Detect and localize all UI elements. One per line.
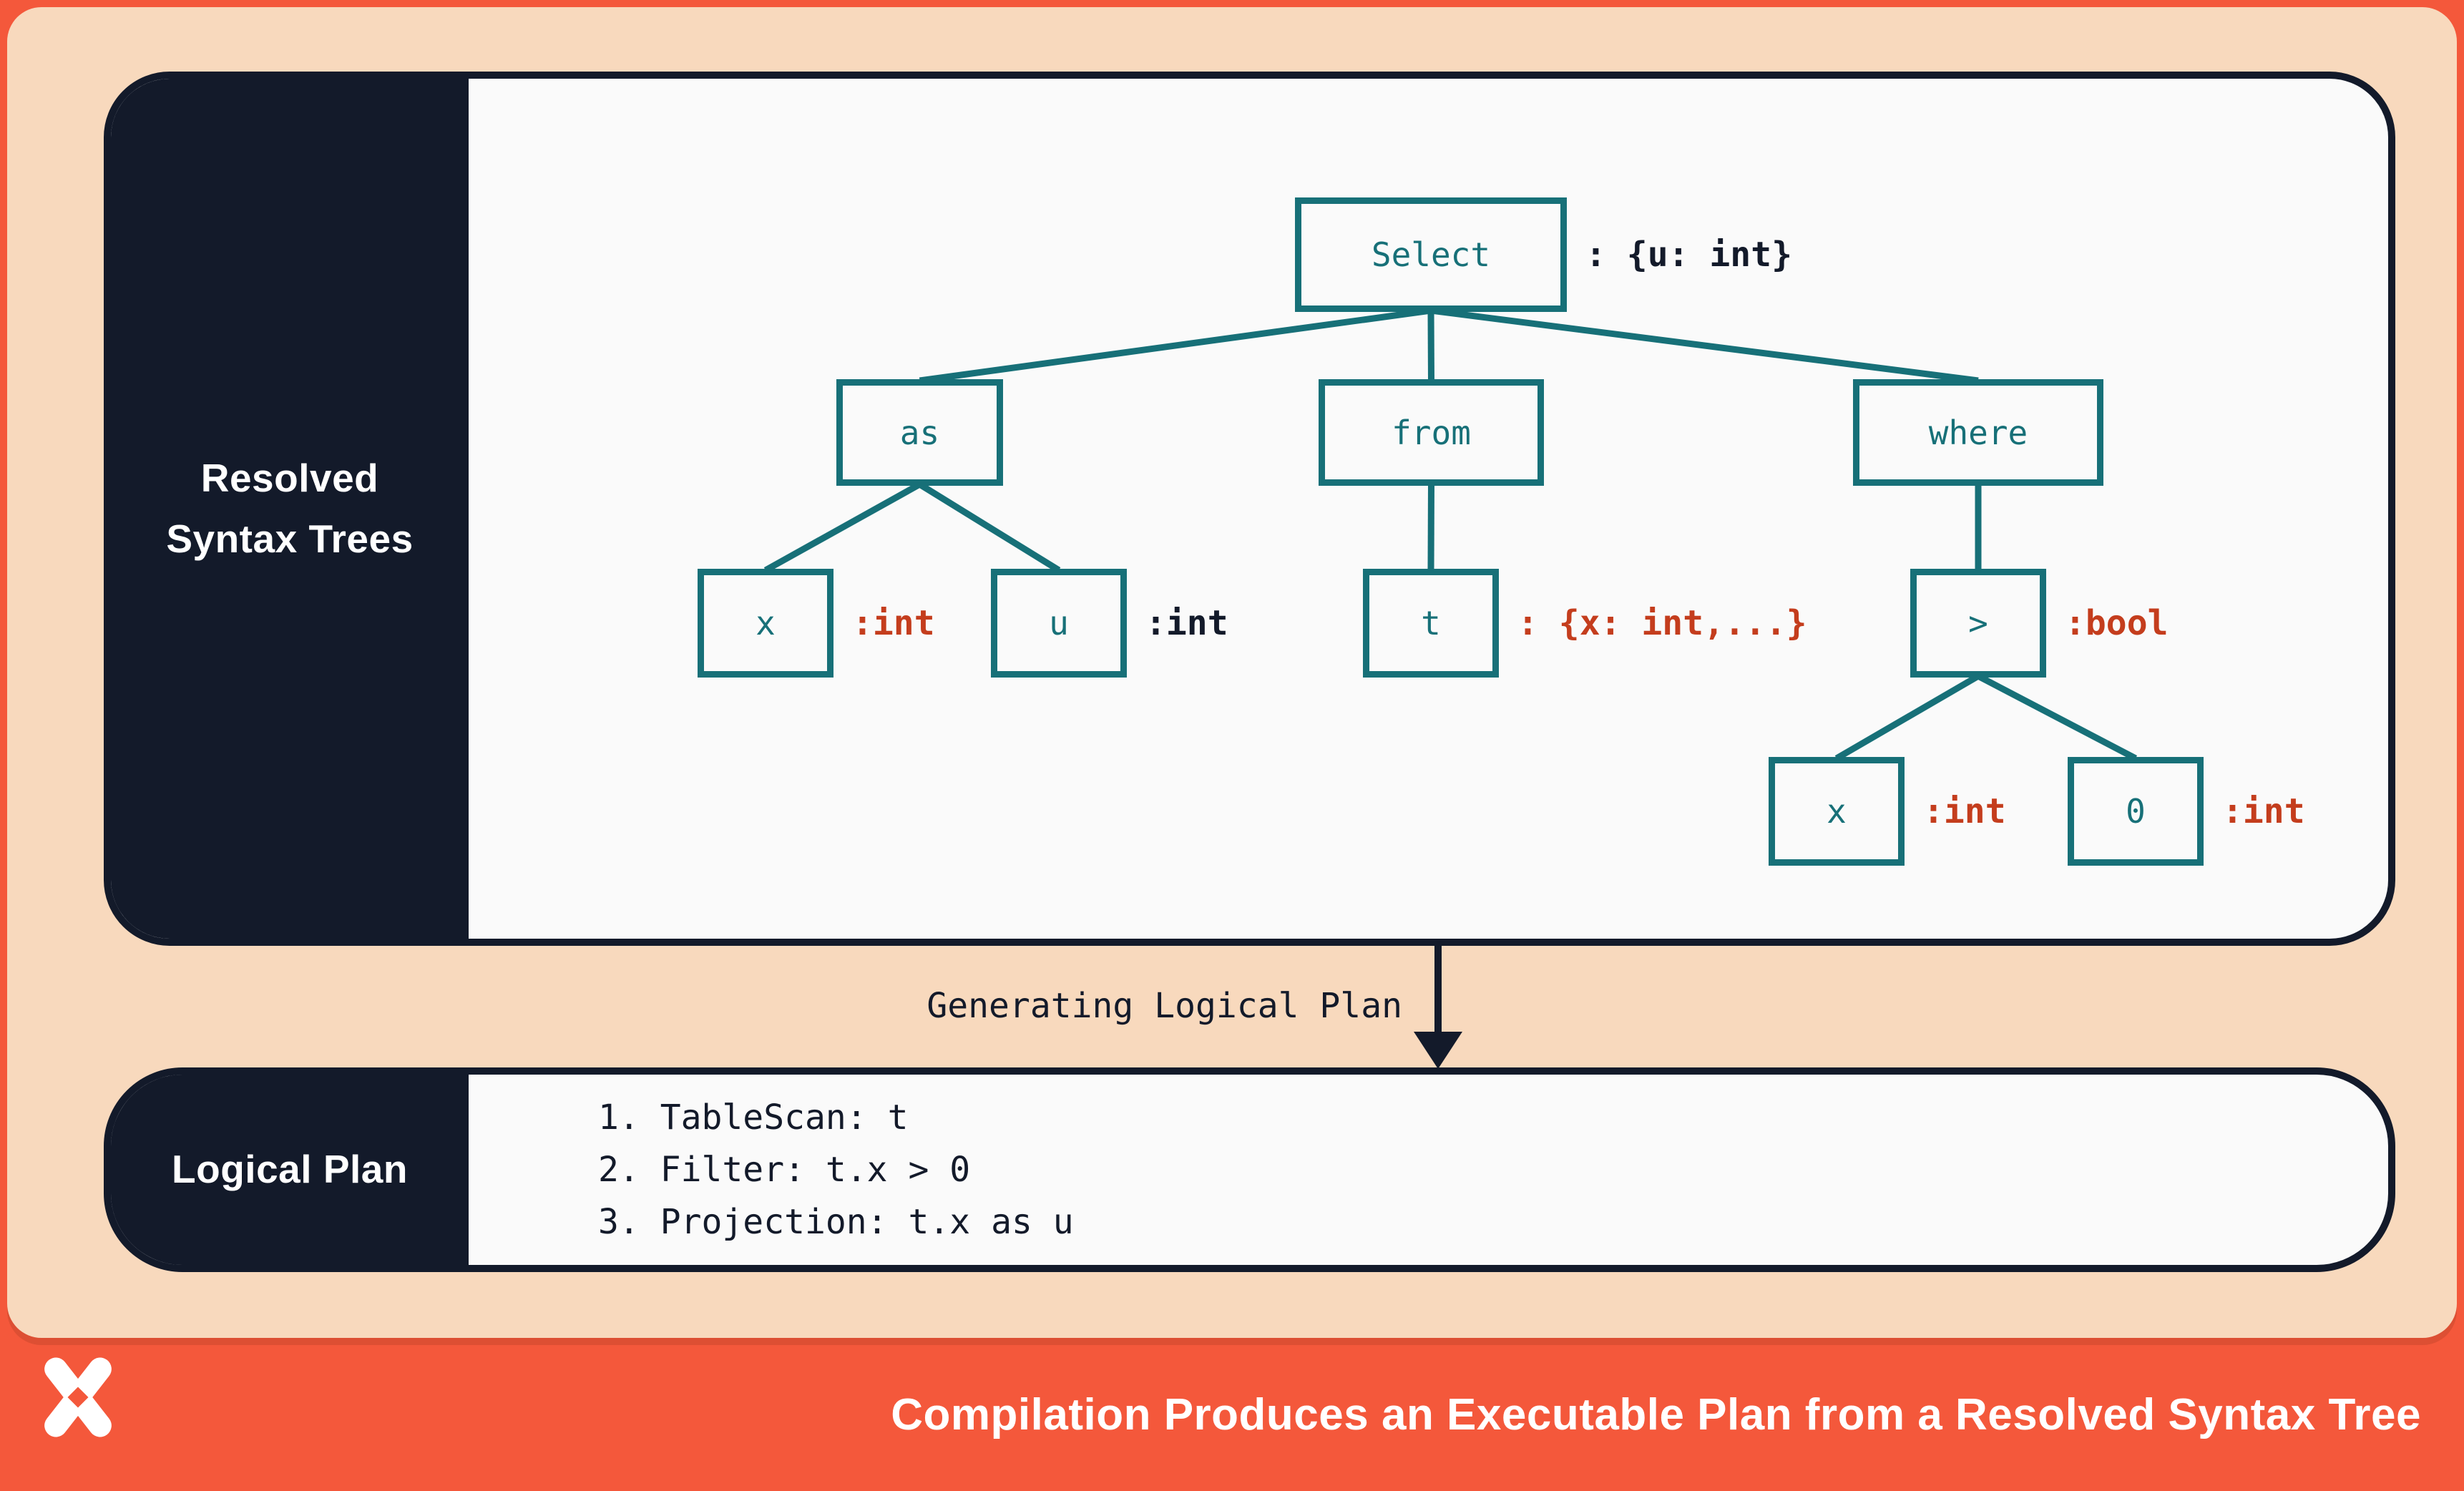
tree-edge-as-u [918, 481, 1061, 573]
tree-edge-select-as [919, 307, 1432, 384]
type-annotation-zero: :int [2222, 791, 2305, 831]
down-arrow-head-icon [1414, 1032, 1462, 1069]
footer-title: Compilation Produces an Executable Plan … [891, 1389, 2421, 1439]
tree-edges [763, 307, 2138, 761]
plan-panel-title: Logical Plan [172, 1147, 408, 1192]
type-annotation-gt: :bool [2065, 603, 2169, 643]
tree-node-label-from: from [1392, 413, 1471, 452]
tree-node-as: as [836, 379, 1003, 486]
rst-panel-title-line2: Syntax Trees [166, 517, 414, 561]
rst-panel-title-line1: Resolved [200, 455, 379, 500]
resolved-syntax-trees-panel: Select : {u: int} as from where x :int u :int t : … [104, 72, 2395, 946]
tree-node-label-u: u [1049, 604, 1069, 642]
tree-node-label-gt: > [1968, 604, 1988, 642]
logical-plan-steps: 1. TableScan: t 2. Filter: t.x > 0 3. Proj… [598, 1075, 1074, 1265]
transition-label: Generating Logical Plan [927, 986, 1402, 1026]
logical-plan-panel: 1. TableScan: t 2. Filter: t.x > 0 3. Proj… [104, 1067, 2395, 1272]
tree-node-label-zero: 0 [2126, 792, 2146, 831]
tree-edge-gt-zero [1976, 673, 2138, 761]
tree-node-label-x1: x [756, 604, 776, 642]
type-annotation-select: : {u: int} [1585, 235, 1792, 275]
tree-node-zero: 0 [2068, 757, 2204, 866]
plan-step: 1. TableScan: t [598, 1097, 909, 1138]
tree-edge-gt-x2 [1834, 673, 1980, 761]
type-annotation-x1: :int [852, 603, 935, 643]
tree-node-label-where: where [1928, 413, 2028, 452]
plan-step: 2. Filter: t.x > 0 [598, 1149, 971, 1190]
type-annotation-x2: :int [1923, 791, 2006, 831]
tree-node-t: t [1363, 569, 1499, 678]
rst-panel-title: Resolved Syntax Trees [166, 448, 413, 570]
tree-node-label-as: as [899, 413, 940, 452]
rst-panel-sidebar: Resolved Syntax Trees [111, 79, 469, 939]
down-arrow-icon [1434, 946, 1442, 1035]
tree-node-where: where [1853, 379, 2103, 486]
plan-panel-sidebar: Logical Plan [111, 1075, 469, 1265]
pinwheel-x-logo [44, 1357, 112, 1437]
tree-node-label-x2: x [1827, 792, 1847, 831]
tree-node-u: u [991, 569, 1127, 678]
tree-node-label-t: t [1421, 604, 1441, 642]
tree-edge-from-t [1427, 484, 1434, 571]
plan-step: 3. Projection: t.x as u [598, 1201, 1074, 1242]
tree-node-from: from [1319, 379, 1544, 486]
footer: Compilation Produces an Executable Plan … [0, 1338, 2464, 1491]
tree-node-gt: > [1910, 569, 2046, 678]
tree-edge-select-where [1430, 307, 1979, 384]
tree-edge-as-x1 [763, 481, 921, 573]
syntax-tree: Select : {u: int} as from where x :int u :int t : … [111, 79, 2388, 939]
tree-node-label-select: Select [1371, 235, 1491, 274]
tree-node-x2: x [1769, 757, 1905, 866]
tree-node-x1: x [698, 569, 833, 678]
tree-edge-select-from [1427, 310, 1434, 381]
type-annotation-u: :int [1145, 603, 1228, 643]
tree-node-select: Select [1295, 197, 1567, 312]
type-annotation-t: : {x: int,...} [1517, 603, 1807, 643]
